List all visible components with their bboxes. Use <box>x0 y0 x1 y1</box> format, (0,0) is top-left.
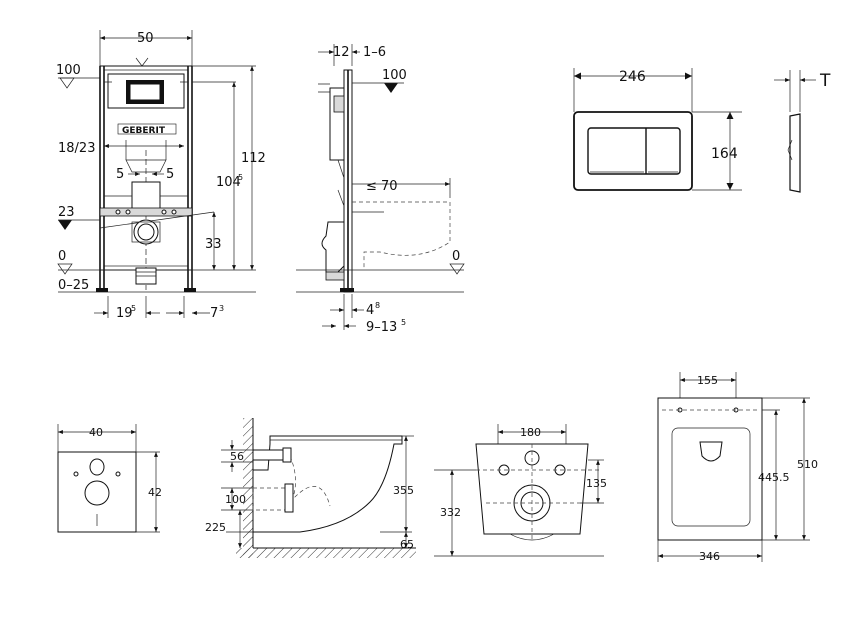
geberit-logo: GEBERIT <box>122 126 166 136</box>
side-projection-label: ≤ 70 <box>366 179 398 194</box>
frame-height-inner-label: 104 <box>216 175 241 190</box>
frame-level-top-label: 100 <box>56 63 81 78</box>
svg-text:5: 5 <box>401 318 406 327</box>
frame-front-view: 50 100 GEBERIT 18/23 5 5 <box>56 30 266 321</box>
frame-floor-label: 0 <box>58 249 66 264</box>
plate-thickness-label: T <box>819 71 831 91</box>
level-triangle-icon <box>59 77 75 89</box>
toilet-top-inner-label: 445.5 <box>758 471 790 484</box>
toilet-top-spacing-label: 155 <box>697 374 718 387</box>
frame-floor-range-label: 0–25 <box>58 278 89 293</box>
frame-foot-left-label: 19 <box>116 306 133 321</box>
frame-width-label: 50 <box>137 31 154 46</box>
frame-offset-right-label: 5 <box>166 167 174 182</box>
toilet-back-spacing-label: 180 <box>520 426 541 439</box>
toilet-side-view: 56 100 225 355 65 <box>205 418 416 558</box>
frame-foot-right-label: 7 <box>210 306 218 321</box>
svg-text:8: 8 <box>375 301 380 310</box>
side-floor-label: 0 <box>452 249 460 264</box>
toilet-top-length-label: 510 <box>797 458 818 471</box>
frame-height-total-label: 112 <box>241 151 266 166</box>
toilet-side-height-label: 355 <box>393 484 414 497</box>
insulation-pad: 40 42 <box>57 424 162 533</box>
toilet-side-d-label: 65 <box>400 538 414 551</box>
frame-outlet-height-label: 33 <box>205 237 222 252</box>
toilet-back-a-label: 135 <box>586 477 607 490</box>
frame-offset-left-label: 5 <box>116 167 124 182</box>
toilet-top-width-label: 346 <box>699 550 720 563</box>
frame-level-mid-label: 23 <box>58 205 75 220</box>
toilet-top-outline <box>657 397 763 541</box>
flush-plate: 246 164 T <box>573 68 831 193</box>
pad-width-label: 40 <box>89 426 103 439</box>
plate-width-label: 246 <box>619 69 646 85</box>
toilet-side-c-label: 225 <box>205 521 226 534</box>
toilet-side-a-label: 56 <box>230 450 244 463</box>
toilet-back-view: 180 135 332 <box>434 424 607 557</box>
side-level-top-label: 100 <box>382 68 407 83</box>
plate-height-label: 164 <box>711 146 738 162</box>
side-bottom-a-label: 4 <box>366 303 374 318</box>
svg-text:3: 3 <box>219 304 224 313</box>
frame-side-view: 12 1–6 100 ≤ 70 0 4 8 <box>296 44 465 335</box>
svg-text:5: 5 <box>131 304 136 313</box>
side-bottom-b-label: 9–13 <box>366 320 397 335</box>
side-depth-a-label: 12 <box>333 45 350 60</box>
toilet-side-b-label: 100 <box>225 493 246 506</box>
pad-height-label: 42 <box>148 486 162 499</box>
toilet-back-height-label: 332 <box>440 506 461 519</box>
frame-flush-spacing-label: 18/23 <box>58 141 95 156</box>
svg-text:5: 5 <box>238 173 243 182</box>
toilet-top-view: 155 445.5 510 346 <box>657 372 818 563</box>
side-depth-b-label: 1–6 <box>363 45 386 60</box>
